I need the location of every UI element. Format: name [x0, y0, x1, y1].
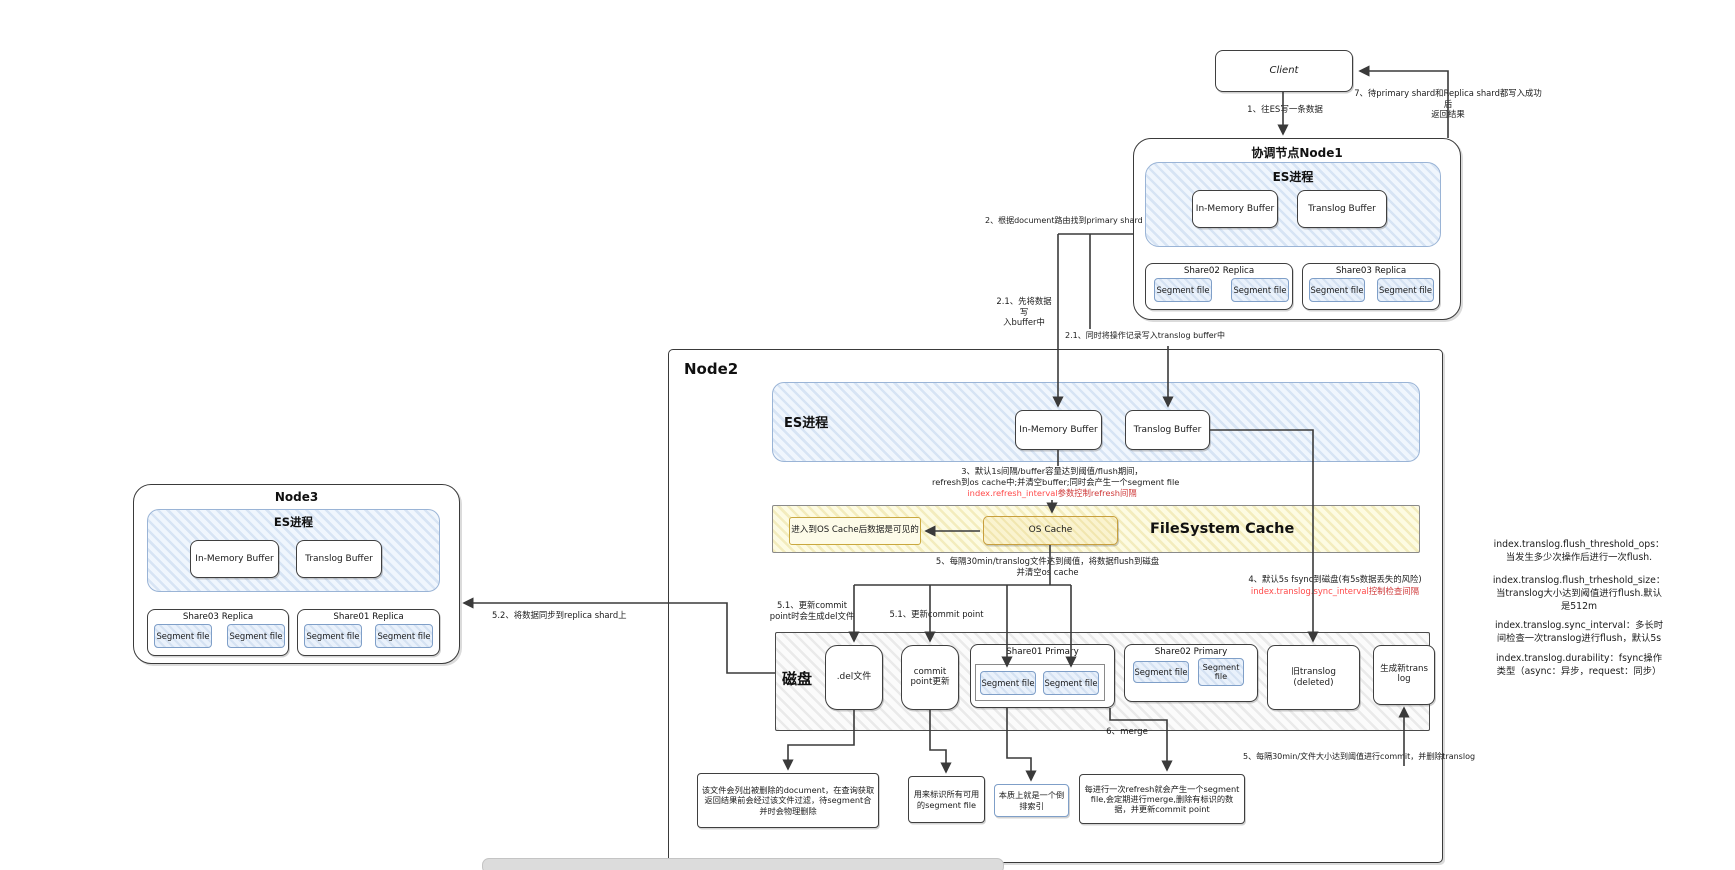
node1-in-memory-buffer: In-Memory Buffer	[1192, 190, 1278, 228]
del-file-footnote: 该文件会列出被删除的document，在查询获取返回结果前会经过该文件过滤，待s…	[697, 773, 879, 828]
side-note-sync-interval: index.translog.sync_interval：多长时 间检查一次tr…	[1494, 620, 1664, 644]
step3-line2: refresh到os cache中;并清空buffer;同时会产生一个segme…	[932, 477, 1180, 487]
step2-label: 2、根据document路由找到primary shard	[985, 216, 1143, 225]
shard-title: Share03 Replica	[182, 612, 254, 622]
os-cache-visible-note: 进入到OS Cache后数据是可见的	[789, 517, 921, 545]
node2-in-memory-buffer: In-Memory Buffer	[1015, 410, 1102, 450]
segment-file: Segment file	[1043, 671, 1099, 695]
side-note-flush-threshold-ops: index.translog.flush_threshold_ops： 当发生多…	[1493, 539, 1665, 563]
node2-translog-buffer: Translog Buffer	[1125, 410, 1210, 450]
step3-param-desc: 参数控制refresh间隔	[1057, 488, 1137, 498]
step5-flush-label: 5、每隔30min/translog文件达到阈值，将数据flush到磁盘 并清空…	[935, 556, 1160, 577]
new-translog-box: 生成新trans log	[1373, 645, 1435, 705]
segment-file: Segment file	[1309, 278, 1365, 302]
step1-label: 1、往ES写一条数据	[1247, 105, 1323, 115]
commit-point-footnote: 用来标识所有可用的segment file	[908, 776, 985, 823]
node3-translog-buffer: Translog Buffer	[296, 540, 382, 578]
step2-1a-label: 2.1、先将数据写 入buffer中	[996, 296, 1052, 327]
shard-title: Share01 Replica	[333, 612, 404, 622]
step3-line1: 3、默认1s间隔/buffer容量达到阈值/flush期间，	[961, 466, 1143, 476]
node1-title: 协调节点Node1	[1251, 146, 1343, 160]
shard-title: Share02 Primary	[1154, 647, 1228, 657]
step3-line3: index.refresh_interval参数控制refresh间隔	[932, 488, 1172, 498]
segment-file: Segment file	[154, 624, 212, 648]
old-translog-box: 旧translog (deleted)	[1267, 645, 1360, 710]
step7-label: 7、待primary shard和Replica shard都写入成功后 返回结…	[1354, 88, 1542, 119]
os-cache-box: OS Cache	[983, 516, 1118, 545]
step4-line1: 4、默认5s fsync到磁盘(有5s数据丢失的风险)	[1248, 574, 1422, 584]
bottom-scroll-bar	[482, 858, 1004, 870]
merge-footnote: 每进行一次refresh就会产生一个segment file,会定期进行merg…	[1079, 774, 1245, 824]
step5-commit-label: 5、每隔30min/文件大小达到阈值进行commit，并删除translog	[1243, 752, 1476, 761]
segment-file: Segment file	[1198, 658, 1244, 686]
node2-title: Node2	[684, 360, 739, 378]
disk-shard-share01-primary: Share01 Primary Segment file Segment fil…	[970, 644, 1115, 708]
commit-point-box: commit point更新	[901, 645, 959, 710]
step2-1b-label: 2.1、同时将操作记录写入translog buffer中	[1065, 331, 1225, 340]
step5-2-label: 5.2、将数据同步到replica shard上	[492, 610, 627, 620]
client-box: Client	[1215, 50, 1353, 92]
node3-es-label: ES进程	[273, 515, 314, 529]
segment-file: Segment file	[980, 671, 1036, 695]
shard-title: Share01 Primary	[1006, 647, 1079, 657]
step5-1a-label: 5.1、更新commit point时会生成del文件	[769, 600, 855, 621]
step5-1b-label: 5.1、更新commit point	[889, 609, 984, 619]
segment-file: Segment file	[1377, 278, 1434, 302]
client-label: Client	[1269, 65, 1299, 77]
node1-shard-share03-replica: Share03 Replica Segment file Segment fil…	[1302, 263, 1440, 310]
disk-shard-share02-primary: Share02 Primary Segment file Segment fil…	[1124, 644, 1258, 702]
node1-es-band	[1145, 162, 1441, 247]
shard-title: Share02 Replica	[1183, 266, 1255, 276]
node1-translog-buffer: Translog Buffer	[1297, 190, 1387, 228]
node3-shard-share03-replica: Share03 Replica Segment file Segment fil…	[147, 609, 289, 656]
node3-title: Node3	[274, 490, 319, 504]
side-note-durability: index.translog.durability：fsync操作 类型（asy…	[1495, 653, 1663, 677]
step4-param-desc: 控制检查间隔	[1368, 586, 1420, 596]
segment-file: Segment file	[227, 624, 285, 648]
side-note-flush-threshold-size: index.translog.flush_trheshold_size： 当tr…	[1492, 575, 1666, 612]
segment-file: Segment file	[1231, 278, 1289, 302]
shard-title: Share03 Replica	[1335, 266, 1407, 276]
node1-shard-share02-replica: Share02 Replica Segment file Segment fil…	[1145, 263, 1293, 310]
step4-line2: index.translog.sync_interval控制检查间隔	[1225, 586, 1445, 597]
step4-param: index.translog.sync_interval	[1250, 586, 1369, 596]
node3-shard-share01-replica: Share01 Replica Segment file Segment fil…	[297, 609, 440, 656]
del-file-box: .del文件	[825, 645, 883, 710]
step3-param: index.refresh_interval	[967, 488, 1058, 498]
segment-file: Segment file	[1133, 661, 1189, 683]
segment-file: Segment file	[1154, 278, 1212, 302]
segment-footnote: 本质上就是一个倒排索引	[994, 784, 1069, 817]
node3-in-memory-buffer: In-Memory Buffer	[190, 540, 279, 578]
disk-label: 磁盘	[782, 670, 813, 688]
segment-file: Segment file	[304, 624, 362, 648]
segment-file: Segment file	[375, 624, 433, 648]
step6-merge-label: 6、merge	[1106, 727, 1148, 737]
node2-es-label: ES进程	[784, 416, 829, 431]
node1-es-label: ES进程	[1272, 170, 1314, 184]
filesystem-cache-label: FileSystem Cache	[1150, 521, 1295, 537]
